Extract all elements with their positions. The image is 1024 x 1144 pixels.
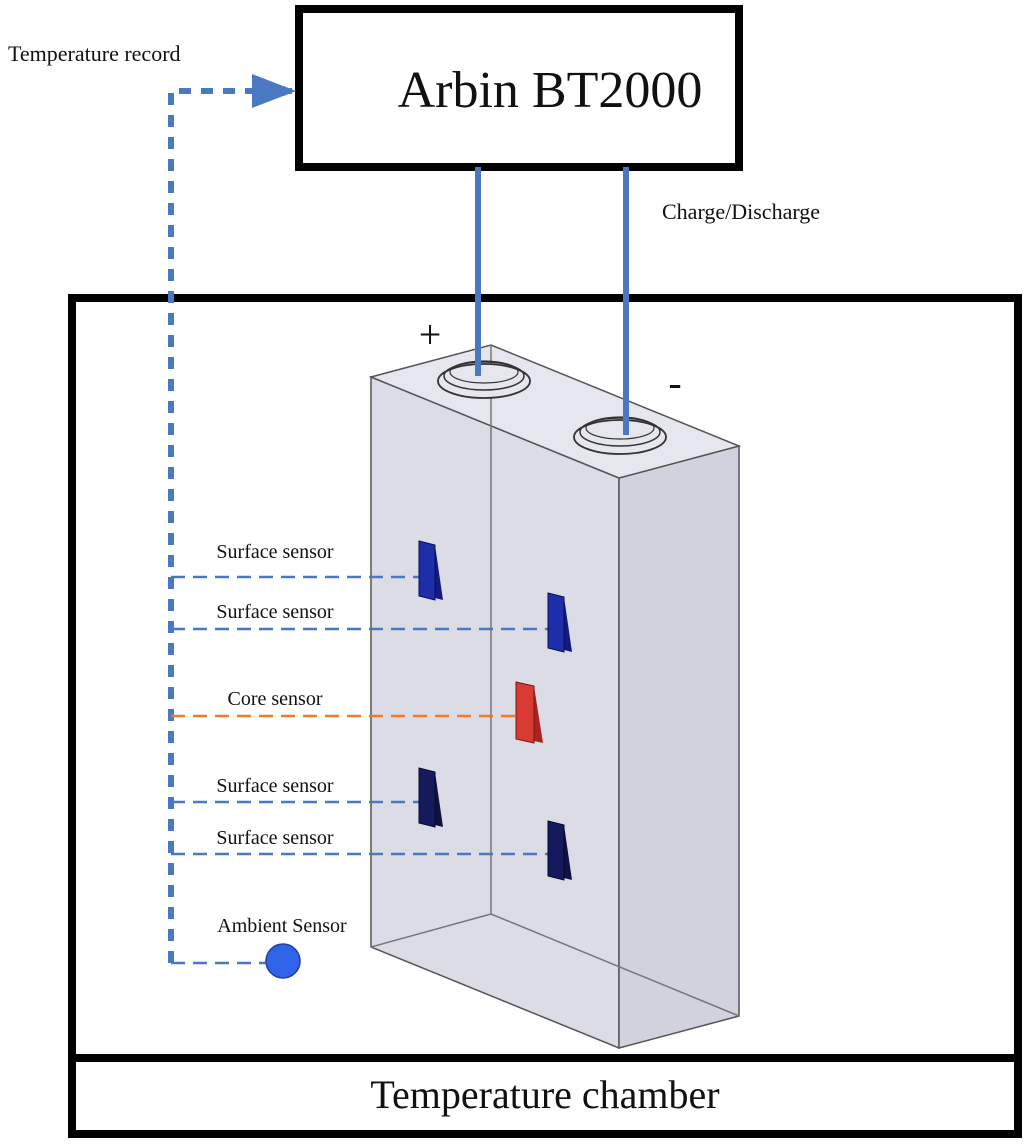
cell-right-face	[618, 445, 740, 1049]
temperature-record-bus	[168, 86, 294, 963]
temperature-record-label: Temperature record	[8, 41, 181, 66]
negative-terminal	[573, 416, 667, 455]
surface-sensor-3	[418, 767, 443, 828]
core-sensor	[515, 681, 543, 744]
cell-hidden-edge-left	[370, 913, 492, 948]
ambient-sensor-label: Ambient Sensor	[217, 915, 347, 937]
arbin-label: Arbin BT2000	[398, 62, 703, 119]
cell-hidden-edge-right	[490, 913, 740, 1017]
surface-sensor-2	[547, 592, 572, 653]
charge-discharge-label: Charge/Discharge	[662, 199, 820, 224]
surface-sensor-3-label: Surface sensor	[216, 775, 334, 797]
chamber-label: Temperature chamber	[370, 1072, 719, 1117]
surface-sensor-1-label: Surface sensor	[216, 541, 334, 563]
arbin-box	[295, 5, 743, 171]
surface-sensor-4	[547, 820, 572, 881]
surface-sensor-1	[418, 540, 443, 601]
ambient-sensor	[265, 943, 301, 979]
positive-terminal	[437, 360, 531, 399]
battery-cell	[368, 344, 742, 1050]
cell-front-face	[370, 375, 620, 1050]
temperature-record-arrowhead	[252, 74, 296, 108]
positive-terminal-label: +	[419, 312, 442, 357]
surface-sensor-4-label: Surface sensor	[216, 827, 334, 849]
core-sensor-label: Core sensor	[228, 688, 323, 710]
surface-sensor-2-label: Surface sensor	[216, 601, 334, 623]
negative-terminal-label: -	[668, 360, 681, 405]
